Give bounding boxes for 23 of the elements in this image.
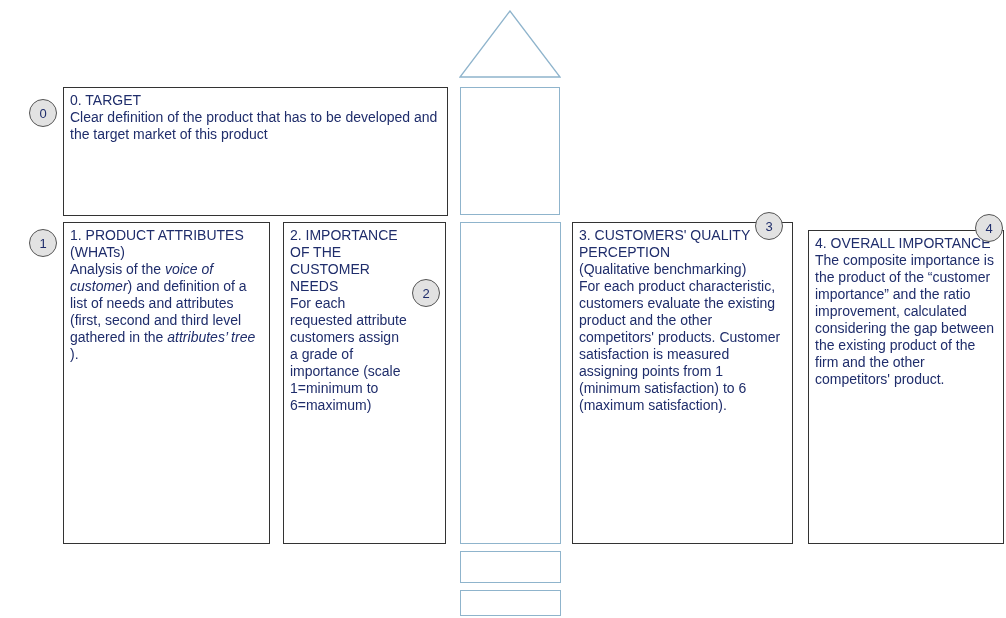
panel-heading: 0. TARGET	[70, 92, 143, 109]
panel-text: Analysis of the voice of customer) and definition of a list of needs and attributes (first, second and third level gathered in the attributes’ tree ).	[70, 261, 257, 363]
text-panel	[63, 87, 448, 216]
panel-text: For each requested attribute customers assign a grade of importance (scale 1=minimum to 6=maximum)	[290, 295, 407, 414]
panel-text: The composite importance is the product of the “customer importance” and the ratio improvement, calculated considering the gap between the existing product of the firm and the other competitors' product.	[815, 252, 996, 388]
empty-box	[460, 551, 561, 583]
callout-number: 3	[755, 212, 783, 240]
callout-number: 0	[29, 99, 57, 127]
callout-number: 2	[412, 279, 440, 307]
panel-text: For each product characteristic, customers evaluate the existing product and the other competitors' products. Customer satisfaction is measured assigning points from 1 (minimum satisfaction) to 6 (maximum satisfaction).	[579, 278, 782, 414]
panel-heading: 2. IMPORTANCE OF THE CUSTOMER NEEDS	[290, 227, 399, 295]
panel-heading: 3. CUSTOMERS' QUALITY PERCEPTION	[579, 227, 751, 261]
panel-text: Clear definition of the product that has to be developed and the target market of this product	[70, 109, 439, 143]
text-panel	[572, 222, 793, 544]
text-panel	[283, 222, 446, 544]
empty-box	[460, 222, 561, 544]
roof-triangle	[459, 10, 561, 78]
text-panel	[63, 222, 270, 544]
empty-box	[460, 87, 560, 215]
panel-heading: 1. PRODUCT ATTRIBUTES (WHATs)	[70, 227, 245, 261]
panel-text: (Qualitative benchmarking)	[579, 261, 748, 278]
callout-number: 1	[29, 229, 57, 257]
empty-box	[460, 590, 561, 616]
